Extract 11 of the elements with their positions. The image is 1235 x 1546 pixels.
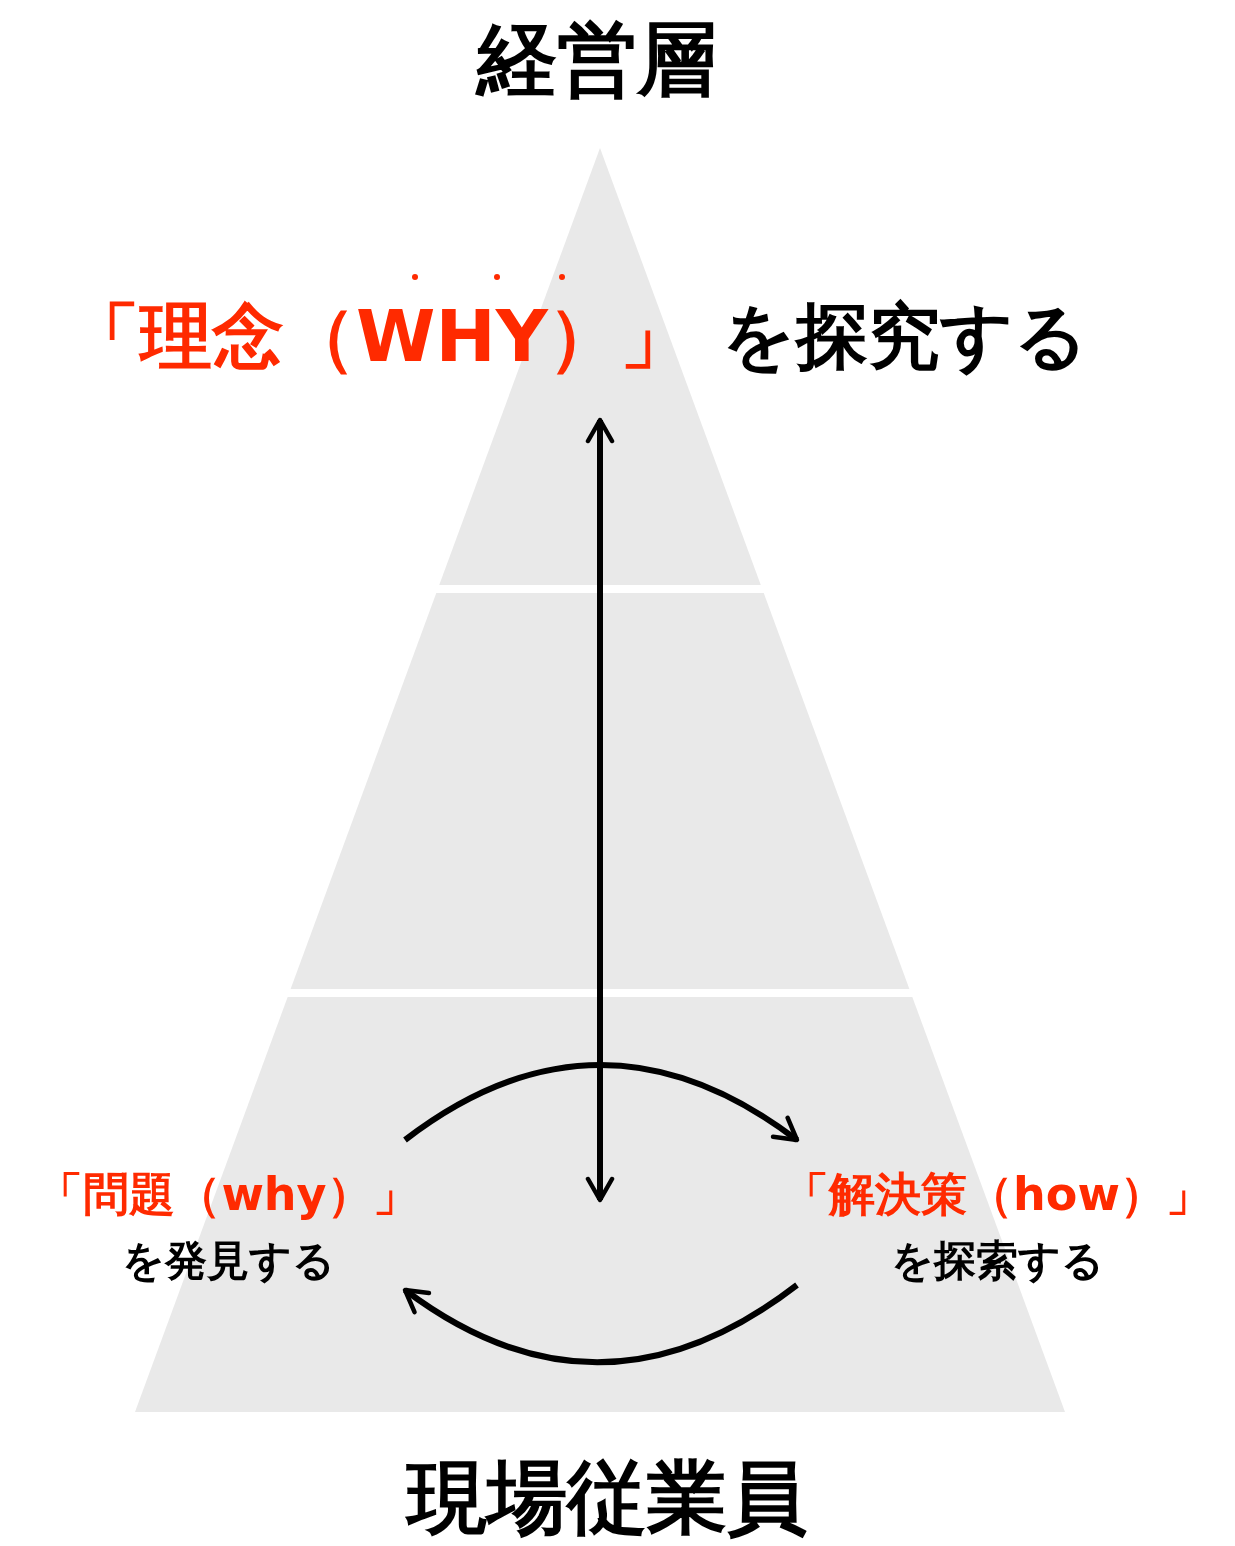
heading-text: 「理念（WHY）」 [68, 293, 692, 380]
heading-text: を探究する [721, 293, 1088, 380]
caption-text: を探索する [891, 1235, 1104, 1287]
layer-label: 経営層 [477, 12, 717, 108]
caption-text: を発見する [121, 1235, 335, 1287]
arrow [585, 417, 615, 1203]
arrow [402, 1282, 799, 1366]
solution-text: 「解決策（how）」 [783, 1166, 1212, 1223]
problem-text: 「問題（why）」 [37, 1166, 419, 1223]
layer-label: 現場従業員 [407, 1450, 807, 1546]
arrow [403, 1062, 800, 1143]
